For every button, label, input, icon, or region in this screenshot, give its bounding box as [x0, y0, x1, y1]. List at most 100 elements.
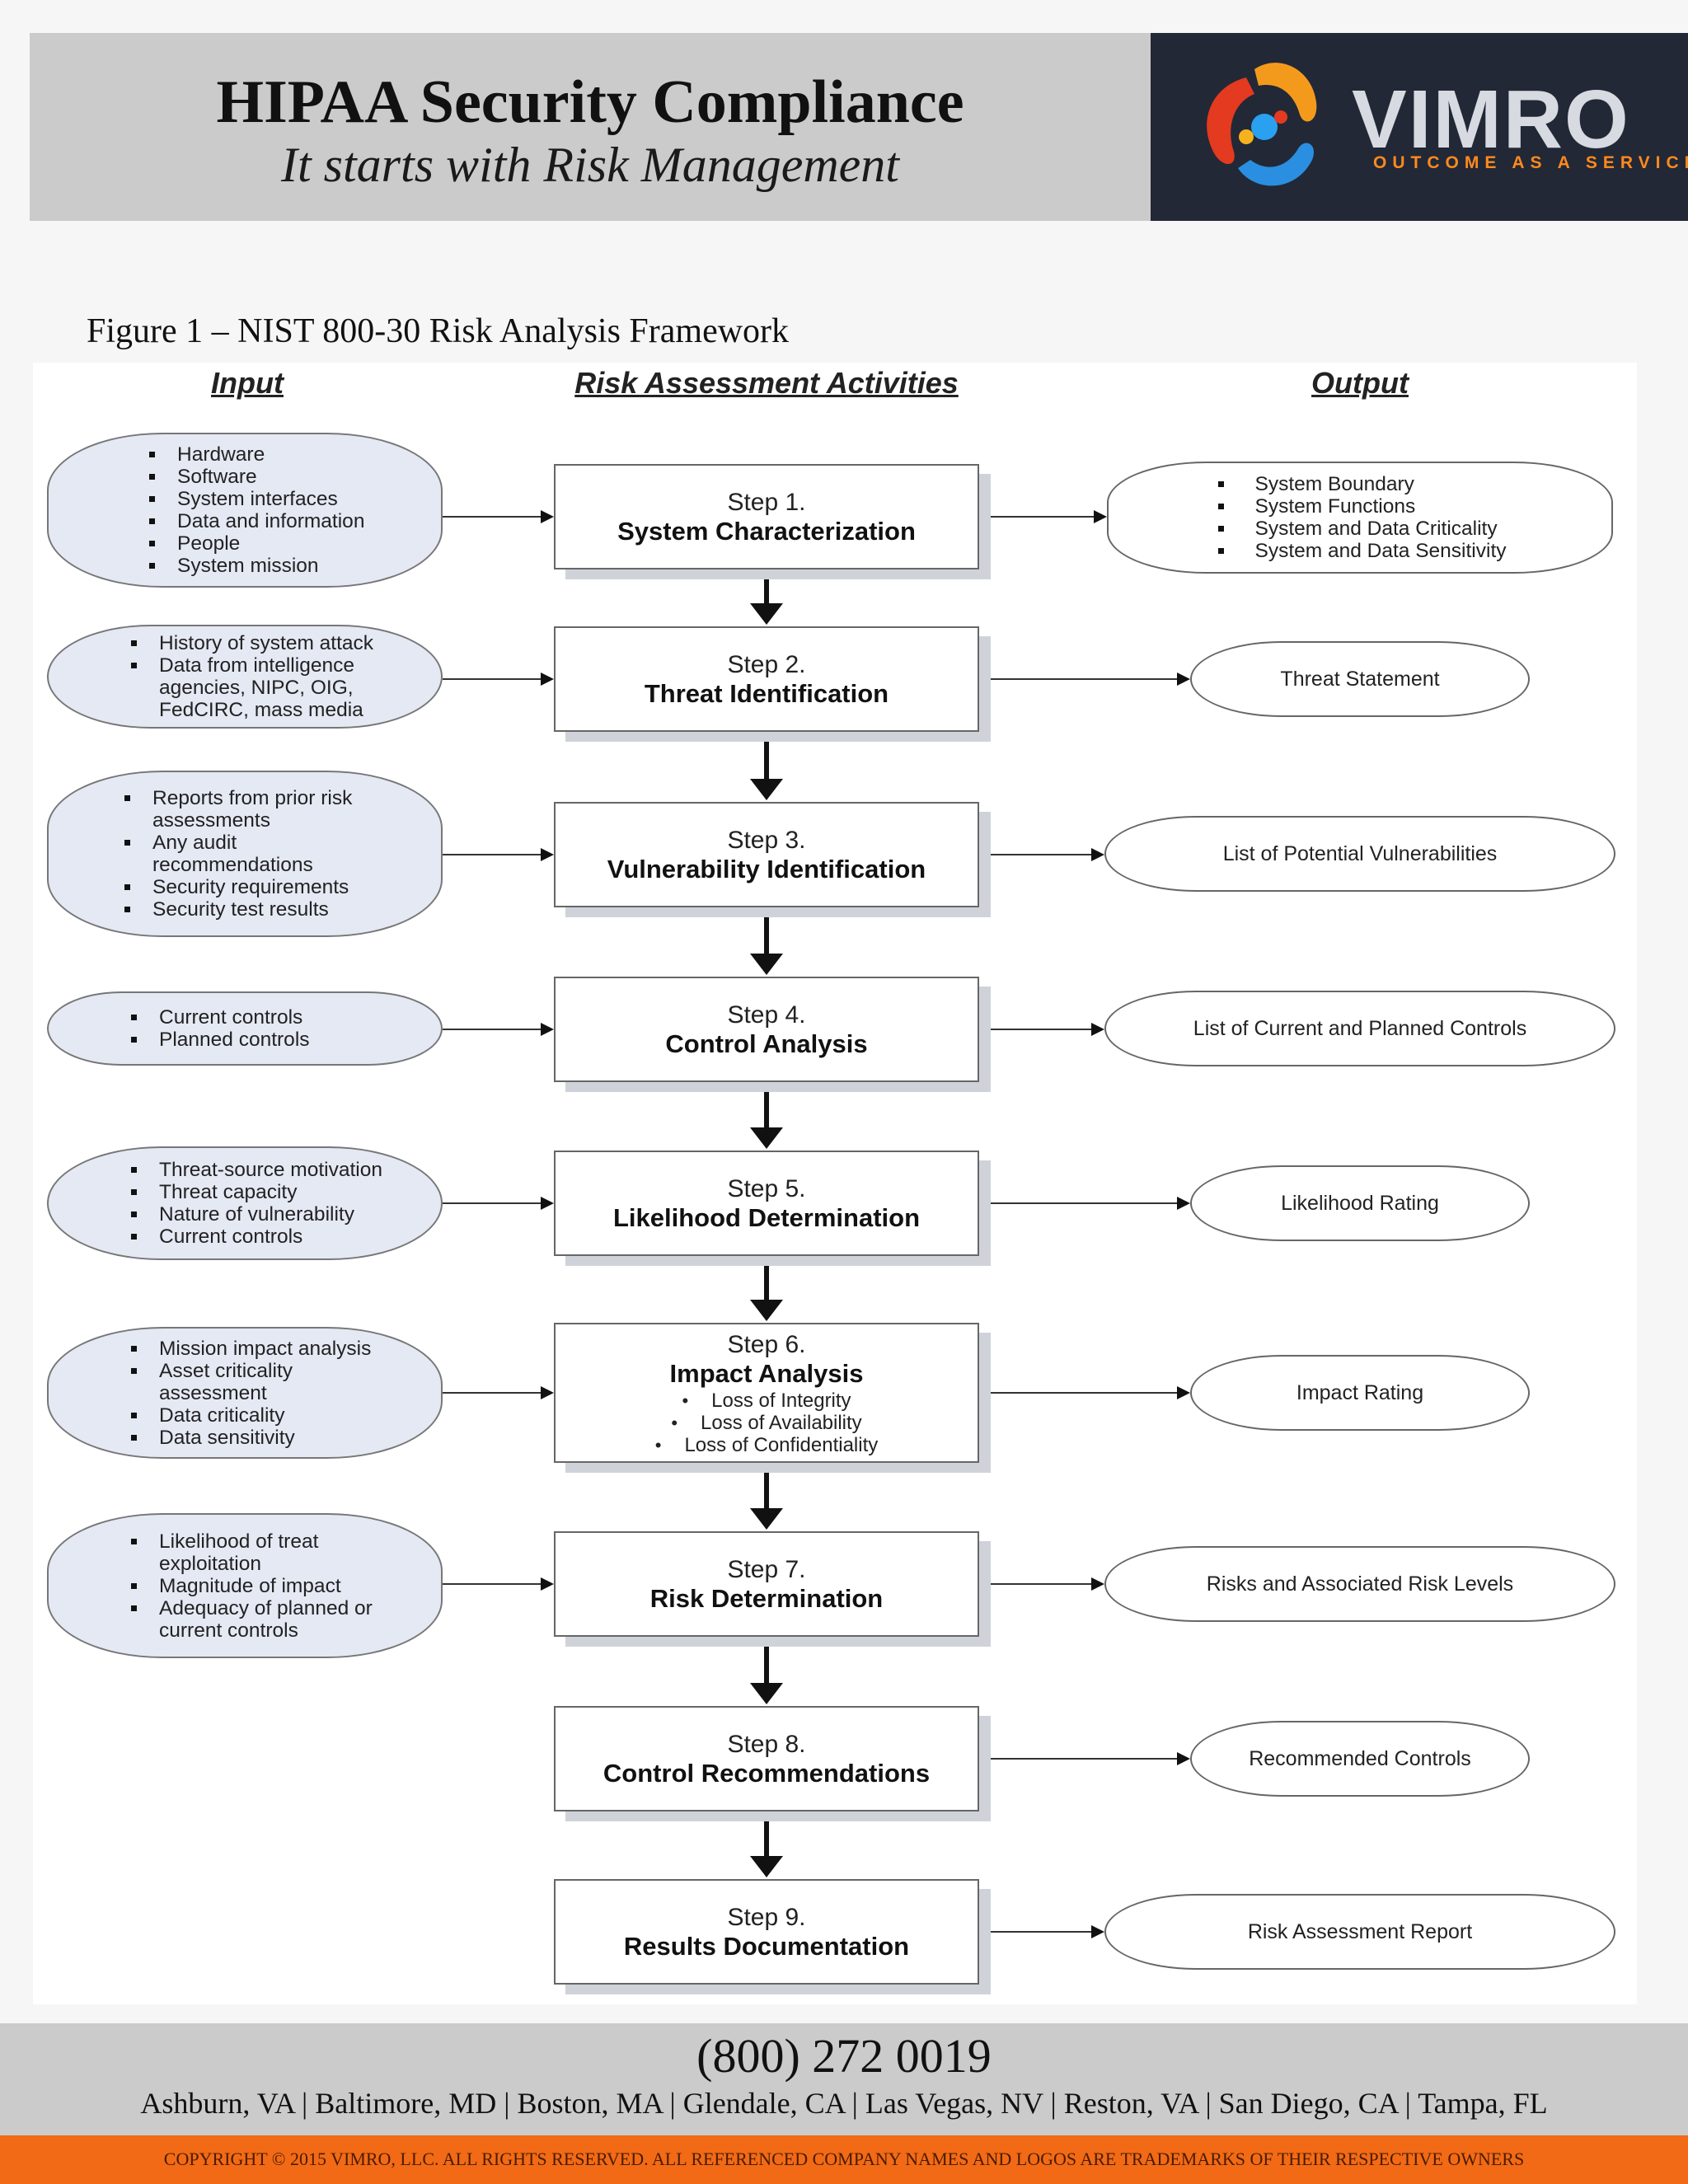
step-number: Step 8.	[727, 1731, 806, 1758]
input-item: Security test results	[115, 898, 395, 921]
output-oval-step-4: List of Current and Planned Controls	[1104, 991, 1615, 1066]
input-item: Hardware	[139, 443, 420, 466]
step-detail-item: Loss of Integrity	[556, 1390, 978, 1412]
output-item: System and Data Criticality	[1213, 518, 1506, 540]
input-arrow-step-6-head	[541, 1386, 554, 1399]
step-number: Step 6.	[727, 1331, 806, 1358]
output-label: Likelihood Rating	[1281, 1191, 1439, 1215]
step-box-5: Step 5.Likelihood Determination	[554, 1151, 979, 1256]
copyright-text: COPYRIGHT © 2015 VIMRO, LLC. ALL RIGHTS …	[163, 2149, 1525, 2169]
input-item: History of system attack	[121, 632, 401, 654]
input-arrow-step-3-head	[541, 848, 554, 861]
step-number: Step 4.	[727, 1001, 806, 1029]
output-arrow-step-4-head	[1091, 1023, 1104, 1036]
output-arrow-step-5-head	[1177, 1197, 1190, 1210]
output-oval-step-5: Likelihood Rating	[1190, 1165, 1530, 1241]
output-label: Risk Assessment Report	[1247, 1919, 1473, 1943]
input-arrow-step-5-head	[541, 1197, 554, 1210]
step-detail-list: Loss of IntegrityLoss of AvailabilityLos…	[556, 1390, 978, 1456]
input-arrow-step-2-head	[541, 673, 554, 686]
step-detail-item: Loss of Confidentiality	[556, 1434, 978, 1456]
input-item: Magnitude of impact	[121, 1575, 401, 1597]
output-oval-step-6: Impact Rating	[1190, 1355, 1530, 1431]
output-oval-step-8: Recommended Controls	[1190, 1721, 1530, 1797]
step-name: Results Documentation	[623, 1932, 910, 1961]
output-arrow-step-9-head	[1091, 1925, 1104, 1938]
input-item: Mission impact analysis	[121, 1338, 401, 1360]
figure-caption: Figure 1 – NIST 800-30 Risk Analysis Fra…	[87, 312, 790, 350]
step-name: Control Analysis	[665, 1029, 868, 1058]
flow-arrow-step-3-head	[750, 954, 783, 975]
activities-column-heading: Risk Assessment Activities	[574, 366, 959, 400]
vimro-logo-icon	[1207, 63, 1317, 186]
input-item: Likelihood of treat exploitation	[121, 1530, 401, 1575]
flow-arrow-step-7-head	[750, 1683, 783, 1704]
step-box-2: Step 2.Threat Identification	[554, 626, 979, 732]
output-arrow-step-3-head	[1091, 848, 1104, 861]
step-name: Likelihood Determination	[612, 1203, 921, 1232]
output-arrow-step-8-head	[1177, 1752, 1190, 1765]
input-arrow-step-4-head	[541, 1023, 554, 1036]
input-item: Data and information	[139, 510, 420, 532]
step-number: Step 7.	[727, 1556, 806, 1583]
step-box-1: Step 1.System Characterization	[554, 464, 979, 569]
step-box-7: Step 7.Risk Determination	[554, 1531, 979, 1637]
step-name: Vulnerability Identification	[607, 855, 926, 883]
flow-arrow-step-8-head	[750, 1856, 783, 1877]
input-item: Threat capacity	[121, 1181, 401, 1203]
input-item: System mission	[139, 555, 420, 577]
step-name: Threat Identification	[644, 679, 889, 708]
logo-tagline: OUTCOME AS A SERVICE	[1373, 153, 1688, 172]
input-arrow-step-7-head	[541, 1577, 554, 1591]
step-name: System Characterization	[617, 517, 916, 546]
step-detail-item: Loss of Availability	[556, 1412, 978, 1434]
step-box-4: Step 4.Control Analysis	[554, 977, 979, 1082]
input-item: System interfaces	[139, 488, 420, 510]
input-item: Adequacy of planned or current controls	[121, 1597, 401, 1642]
output-label: Risks and Associated Risk Levels	[1206, 1572, 1514, 1596]
step-box-3: Step 3.Vulnerability Identification	[554, 802, 979, 907]
output-item: System Functions	[1213, 495, 1506, 518]
logo-wordmark: VIMRO	[1352, 73, 1630, 166]
step-number: Step 9.	[727, 1904, 806, 1931]
output-oval-step-2: Threat Statement	[1190, 641, 1530, 717]
output-label: List of Current and Planned Controls	[1193, 1016, 1527, 1040]
input-item: Asset criticality assessment	[121, 1360, 401, 1404]
input-item: Data from intelligence agencies, NIPC, O…	[121, 654, 401, 721]
input-item: People	[139, 532, 420, 555]
output-label: Recommended Controls	[1249, 1746, 1471, 1770]
input-item: Planned controls	[121, 1029, 401, 1051]
flow-arrow-step-5-head	[750, 1300, 783, 1321]
flow-arrow-step-1-head	[750, 603, 783, 625]
step-name: Risk Determination	[649, 1584, 884, 1613]
input-item: Security requirements	[115, 876, 395, 898]
step-number: Step 3.	[727, 827, 806, 854]
step-box-9: Step 9.Results Documentation	[554, 1879, 979, 1985]
copyright-bar: COPYRIGHT © 2015 VIMRO, LLC. ALL RIGHTS …	[0, 2135, 1688, 2184]
footer-phone: (800) 272 0019	[696, 2029, 992, 2083]
step-number: Step 5.	[727, 1175, 806, 1202]
output-label: Impact Rating	[1296, 1380, 1424, 1404]
flow-arrow-step-2-head	[750, 779, 783, 800]
output-arrow-step-1-head	[1094, 510, 1107, 523]
step-number: Step 1.	[727, 489, 806, 516]
step-box-6: Step 6.Impact AnalysisLoss of IntegrityL…	[554, 1323, 979, 1463]
input-item: Reports from prior risk assessments	[115, 787, 395, 832]
output-oval-step-7: Risks and Associated Risk Levels	[1104, 1546, 1615, 1622]
output-column-heading: Output	[1311, 366, 1409, 400]
footer-locations: Ashburn, VA | Baltimore, MD | Boston, MA…	[140, 2087, 1548, 2120]
footer-contact: (800) 272 0019 Ashburn, VA | Baltimore, …	[0, 2023, 1688, 2135]
input-item: Data criticality	[121, 1404, 401, 1427]
header-banner: HIPAA Security Compliance It starts with…	[30, 33, 1151, 221]
